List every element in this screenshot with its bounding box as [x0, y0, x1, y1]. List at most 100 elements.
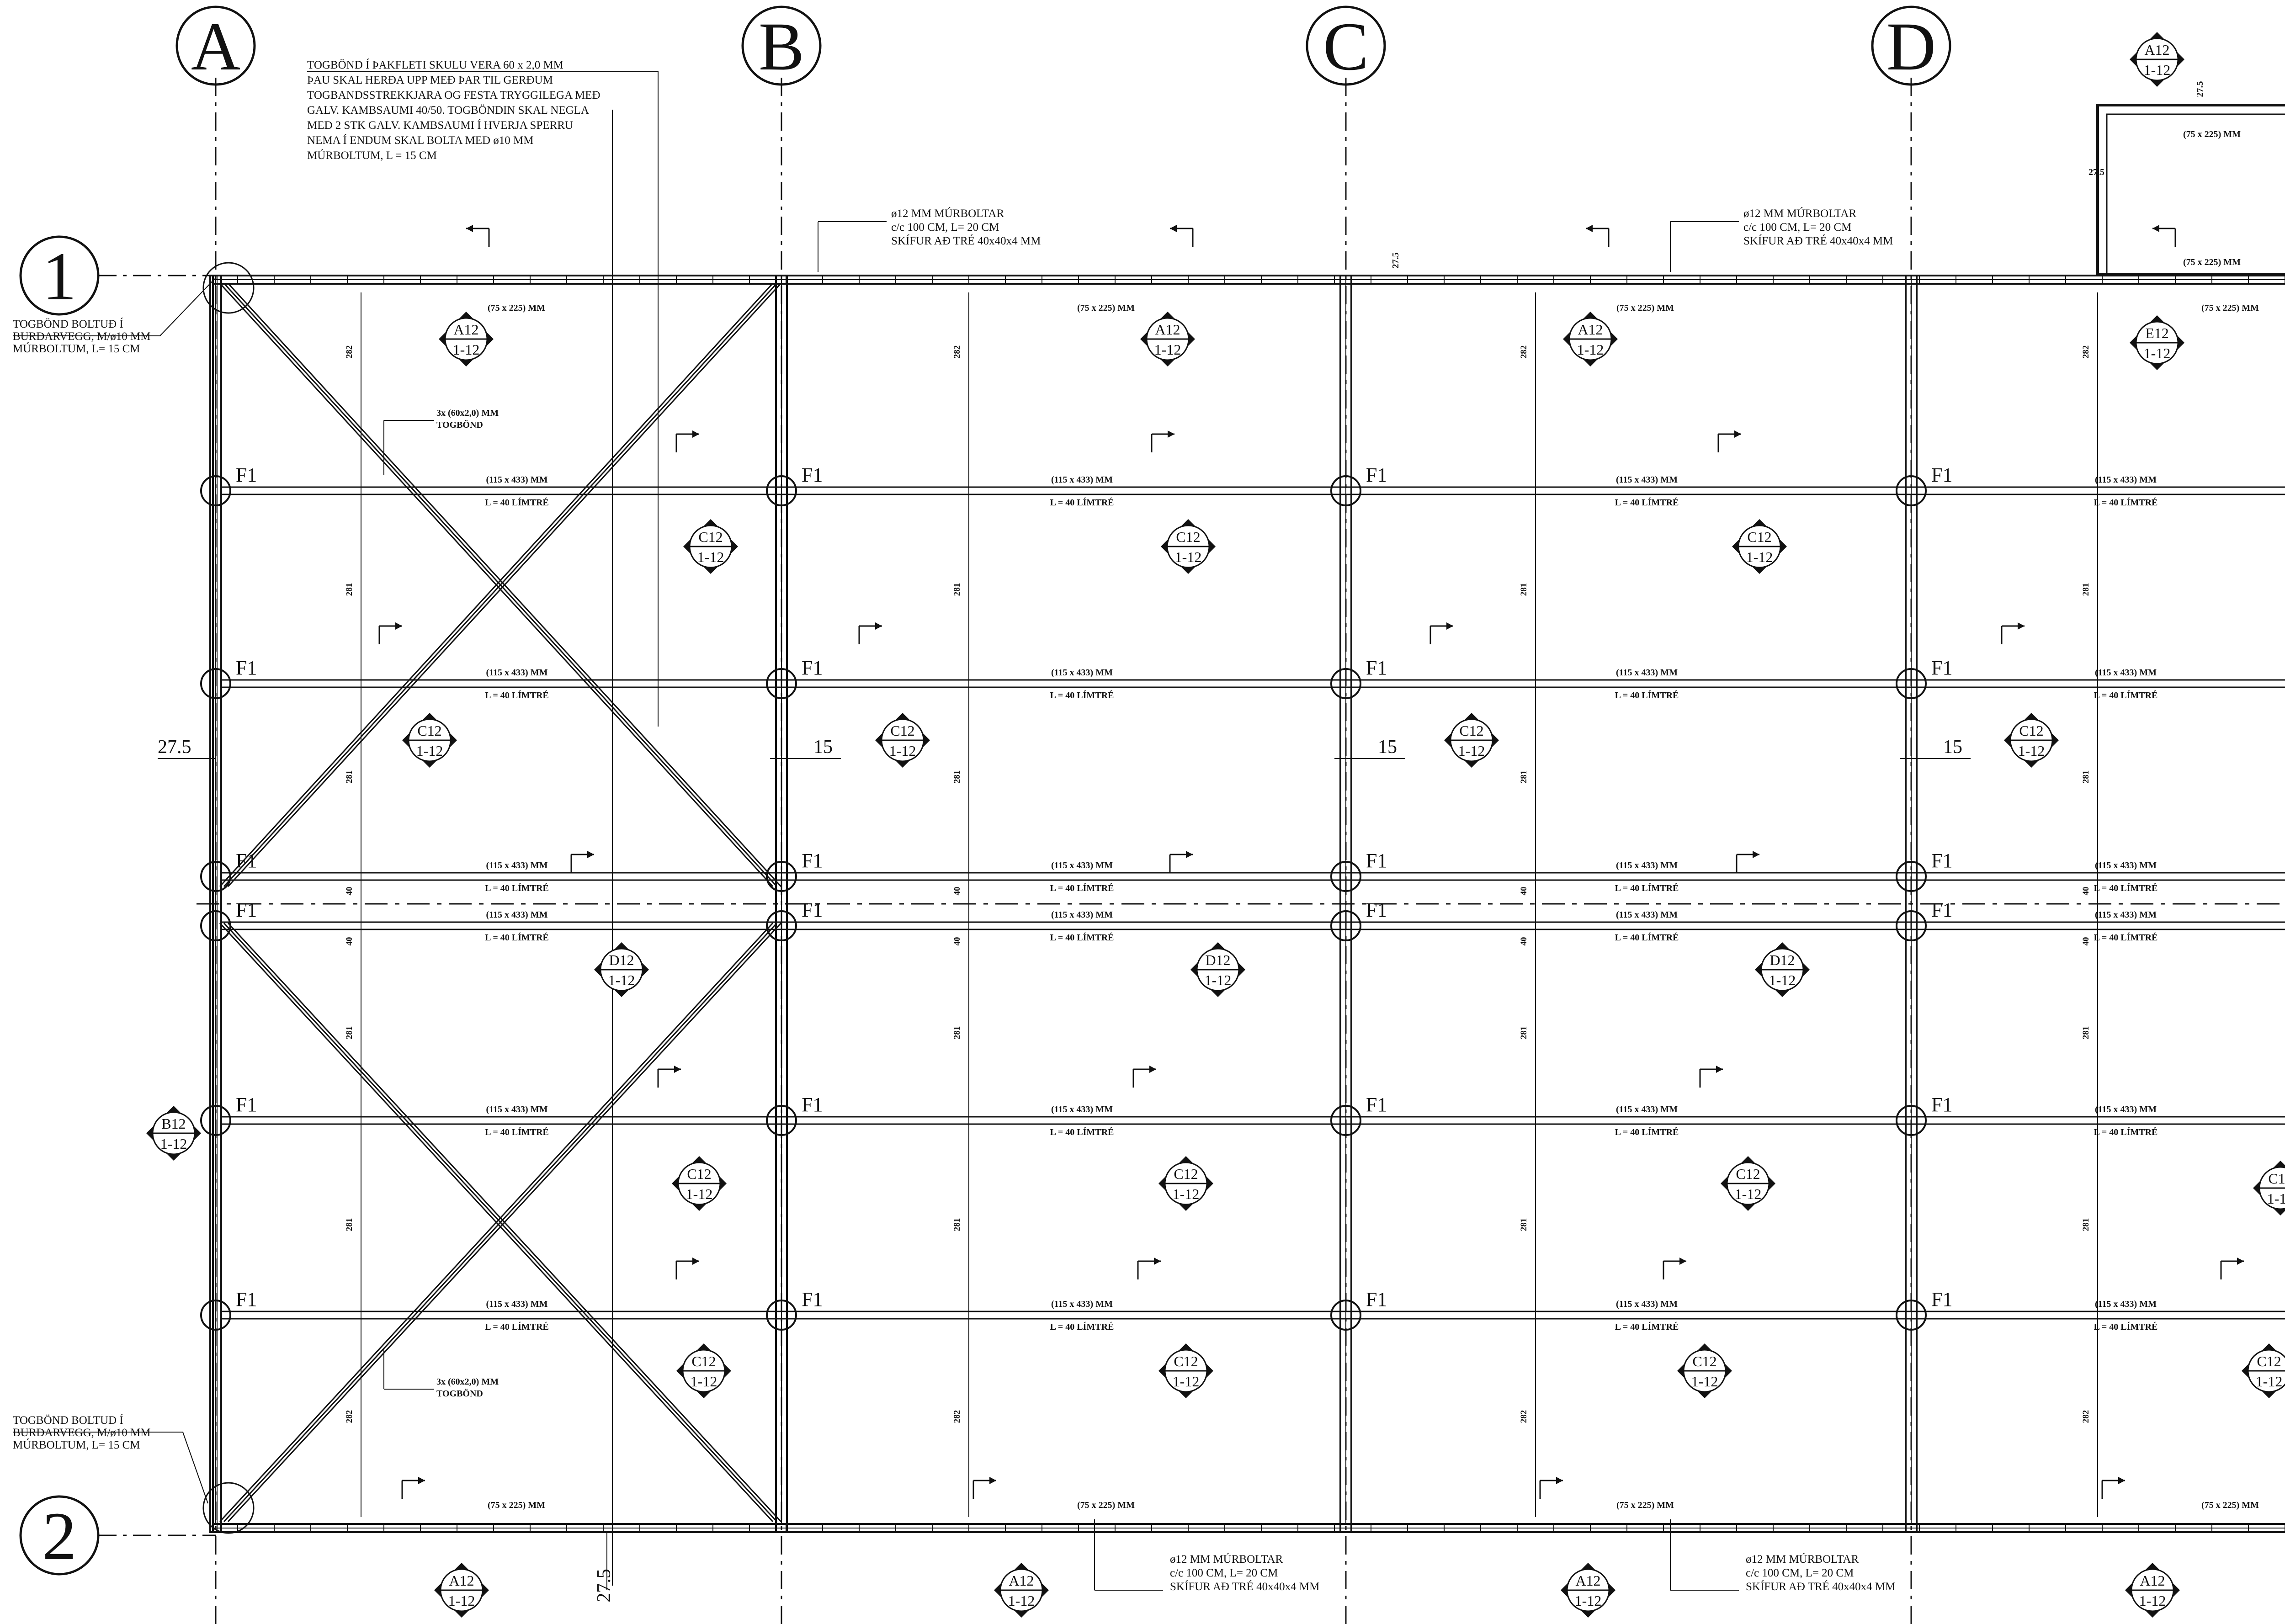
slope-arrow: [657, 1066, 681, 1088]
span-dimension: 40: [952, 887, 962, 896]
beam-material-label: L = 40 LÍMTRÉ: [1615, 1321, 1679, 1332]
grid-label-A: A: [191, 9, 240, 85]
beam-size-label: (115 x 433) MM: [1051, 668, 1113, 678]
span-dimension: 281: [345, 1026, 354, 1040]
anchor-bolt-note: ø12 MM MÚRBOLTAR: [891, 207, 1004, 220]
beam-size-label: (115 x 433) MM: [2095, 1104, 2157, 1115]
purlin-label: F1: [1366, 464, 1387, 486]
beam-size-label: (115 x 433) MM: [1616, 1104, 1678, 1115]
strap-callout: TOGBÖND: [436, 419, 483, 430]
span-dimension: 281: [2081, 583, 2091, 596]
purlin-connection: [1330, 861, 1361, 892]
grid-bubble-2: [19, 1495, 100, 1576]
purlin-connection: [200, 668, 231, 699]
slope-arrow: [466, 225, 490, 247]
edge-beam-label-top: (75 x 225) MM: [1077, 303, 1135, 313]
slope-arrow-head: [1586, 225, 1593, 232]
anchor-bolt-note: ø12 MM MÚRBOLTAR: [1170, 1553, 1283, 1566]
section-ref: C12: [1692, 1353, 1716, 1369]
anchor-bolt-note: SKÍFUR AÐ TRÉ 40x40x4 MM: [1746, 1580, 1895, 1593]
edge-beam-label-bottom: (75 x 225) MM: [1077, 1500, 1135, 1510]
tie-bolt-note: MÚRBOLTUM, L= 15 CM: [13, 342, 140, 355]
edge-beam-label-bottom: (75 x 225) MM: [1616, 1500, 1674, 1510]
span-dimension: 281: [1519, 583, 1529, 596]
section-sheet: 1-12: [2144, 345, 2171, 361]
section-ref: A12: [1575, 1572, 1600, 1589]
slope-arrow-head: [989, 1477, 996, 1484]
slope-arrow: [858, 622, 882, 644]
tie-bolt-note: MÚRBOLTUM, L= 15 CM: [13, 1438, 140, 1451]
slope-arrow-head: [1556, 1477, 1563, 1484]
section-sheet: 1-12: [1735, 1186, 1762, 1202]
beam-size-label: (115 x 433) MM: [486, 1104, 548, 1115]
dimension-15: 15: [1378, 737, 1397, 758]
section-sheet: 1-12: [697, 549, 724, 565]
dimension-15: 15: [813, 737, 833, 758]
section-sheet: 1-12: [1577, 341, 1604, 358]
purlin-label: F1: [1931, 1093, 1952, 1116]
tie-strap-diagonal: [223, 922, 778, 1523]
tie-strap-diagonal: [227, 922, 782, 1523]
slope-arrow: [2152, 225, 2176, 247]
slope-arrow-head: [587, 851, 594, 858]
slope-arrow-head: [1446, 622, 1453, 630]
section-ref: C12: [2268, 1170, 2285, 1187]
strap-callout: 3x (60x2,0) MM: [436, 1377, 499, 1387]
slope-arrow: [1137, 1258, 1161, 1279]
grid-bubble-C: [1306, 5, 1386, 86]
slope-arrow-head: [674, 1066, 681, 1073]
beam-material-label: L = 40 LÍMTRÉ: [2094, 1127, 2158, 1137]
purlin-connection: [1896, 910, 1927, 941]
beam-material-label: L = 40 LÍMTRÉ: [1050, 932, 1114, 943]
section-ref: C12: [691, 1353, 716, 1369]
tie-strap-note: MEÐ 2 STK GALV. KAMBSAUMI Í HVERJA SPERR…: [307, 119, 573, 132]
purlin-connection: [200, 861, 231, 892]
purlin-label: F1: [1931, 1288, 1952, 1311]
section-sheet: 1-12: [1154, 341, 1181, 358]
span-dimension: 40: [2081, 937, 2091, 946]
purlin-label: F1: [802, 849, 823, 872]
grid-bubble-A: [175, 5, 256, 86]
section-ref: C12: [1747, 529, 1771, 545]
beam-size-label: (115 x 433) MM: [486, 475, 548, 485]
purlin-connection: [1896, 861, 1927, 892]
grid-bubble-D: [1871, 5, 1951, 86]
beam-size-label: (115 x 433) MM: [1051, 1299, 1113, 1309]
purlin-label: F1: [236, 1093, 257, 1116]
purlin-connection: [766, 910, 797, 941]
beam-material-label: L = 40 LÍMTRÉ: [485, 932, 549, 943]
dimension-15: 15: [1943, 737, 1962, 758]
slope-arrow-head: [1170, 225, 1177, 232]
purlin-connection: [766, 668, 797, 699]
span-dimension: 40: [952, 937, 962, 946]
tie-strap-note: GALV. KAMBSAUMI 40/50. TOGBÖNDIN SKAL NE…: [307, 104, 589, 117]
purlin-label: F1: [802, 464, 823, 486]
beam-material-label: L = 40 LÍMTRÉ: [2094, 883, 2158, 893]
purlin-label: F1: [1366, 1093, 1387, 1116]
slope-arrow: [1663, 1258, 1686, 1279]
section-ref: D12: [1205, 952, 1230, 968]
slope-arrow-head: [875, 622, 882, 630]
slope-arrow-head: [466, 225, 473, 232]
section-sheet: 1-12: [453, 341, 480, 358]
dimension-27-5: 27.5: [2195, 81, 2205, 97]
beam-size-label: (115 x 433) MM: [2095, 475, 2157, 485]
tie-bolt-note: BURÐARVEGG, M/ø10 MM: [13, 1427, 151, 1439]
beam-size-label: (115 x 433) MM: [1616, 860, 1678, 870]
section-sheet: 1-12: [1173, 1186, 1200, 1202]
section-sheet: 1-12: [2018, 743, 2045, 759]
beam-size-label: (115 x 433) MM: [1616, 910, 1678, 920]
slope-arrow: [1429, 622, 1453, 644]
beam-size-label: (115 x 433) MM: [2095, 1299, 2157, 1309]
section-ref: A12: [1578, 321, 1603, 338]
